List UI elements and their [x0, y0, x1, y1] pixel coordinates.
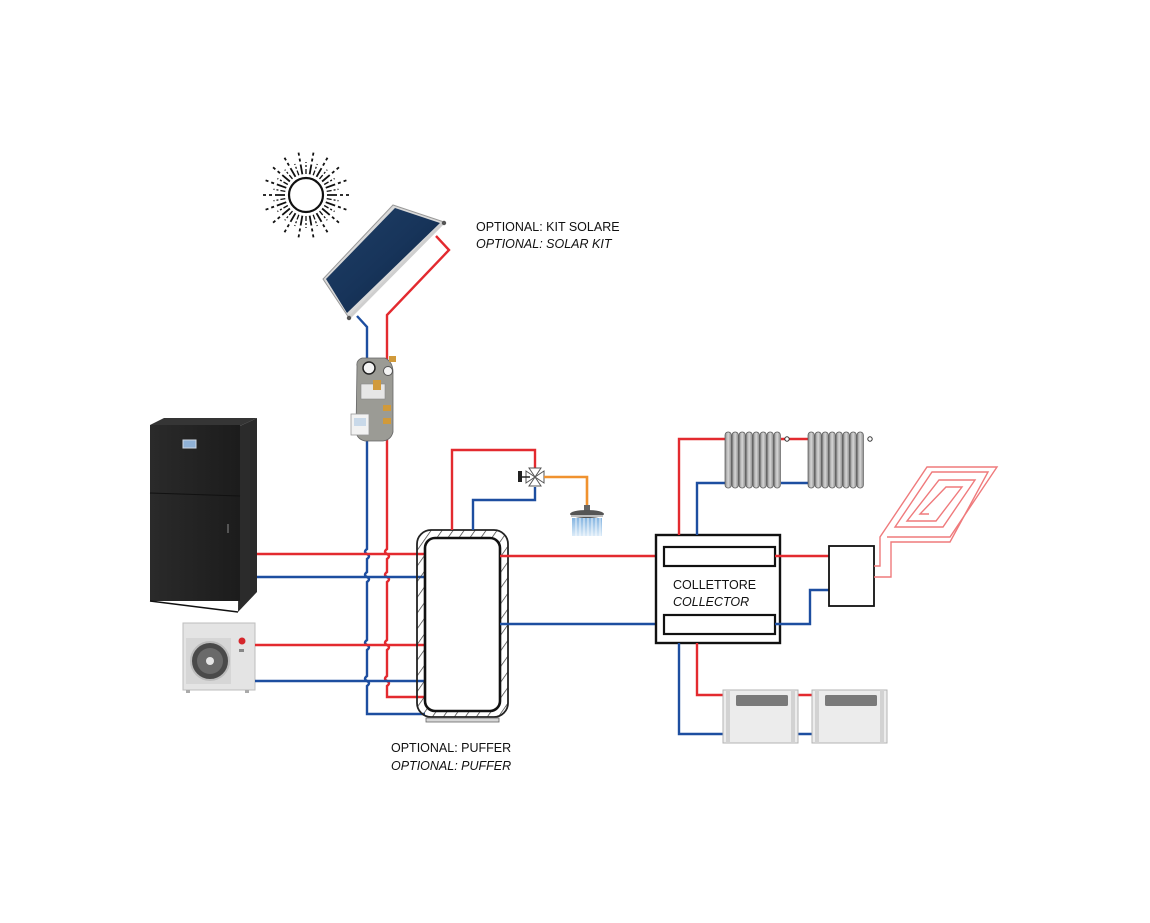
tank-dhw-hot-pipe — [450, 448, 537, 530]
sun-ray — [297, 152, 304, 175]
fancoil-return-pipe — [677, 643, 813, 736]
sun-ray — [312, 214, 318, 227]
underfloor-heating-loop — [874, 466, 999, 578]
sun-ray — [283, 212, 297, 233]
sun-ray — [297, 215, 304, 238]
floor-heating-mixing-box — [828, 545, 875, 607]
sun-ray — [283, 157, 297, 178]
sun-ray — [326, 188, 339, 192]
shower-icon — [570, 505, 604, 536]
sun-ray — [294, 214, 300, 227]
sun-ray — [315, 157, 329, 178]
sun-ray — [284, 210, 293, 221]
solar-kit-label-it: OPTIONAL: KIT SOLARE — [476, 220, 620, 234]
radiator-2 — [807, 431, 873, 489]
indoor-heat-pump-unit — [149, 418, 257, 613]
radiator-1 — [724, 431, 790, 489]
sun-ray — [315, 212, 329, 233]
sun-ray — [294, 163, 300, 176]
sun-ray — [319, 210, 328, 221]
sun-ray — [323, 204, 335, 213]
sun-ray — [277, 204, 289, 213]
puffer-label-en: OPTIONAL: PUFFER — [391, 759, 511, 773]
solar-kit-label-en: OPTIONAL: SOLAR KIT — [476, 237, 613, 251]
sun-icon — [263, 152, 349, 238]
sun-ray — [265, 179, 287, 189]
sun-ray — [323, 177, 335, 186]
sun-ray — [277, 177, 289, 186]
sun-ray — [308, 152, 315, 175]
radiator-return-pipe — [695, 481, 808, 535]
fan-coil-1 — [722, 689, 799, 744]
floor-box-return-pipe — [775, 588, 829, 626]
solar-return-riser — [363, 455, 425, 716]
sun-disc — [287, 176, 325, 214]
outdoor-heat-pump-unit — [182, 622, 256, 693]
sun-ray — [325, 179, 347, 189]
collector-label-en: COLLECTOR — [673, 595, 749, 609]
sun-ray — [326, 198, 339, 202]
collector-label-it: COLLETTORE — [673, 578, 756, 592]
sun-ray — [319, 169, 328, 180]
tank-dhw-cold-pipe — [471, 487, 537, 530]
sun-ray — [273, 188, 286, 192]
solar-pump-station — [350, 356, 396, 442]
solar-panel — [322, 204, 447, 321]
sun-ray — [321, 166, 340, 183]
sun-ray — [284, 169, 293, 180]
collector-manifold — [654, 533, 782, 645]
sun-ray — [272, 166, 291, 183]
sun-ray — [325, 201, 347, 211]
buffer-tank — [416, 529, 509, 723]
fancoil-flow-pipe — [695, 643, 813, 697]
sun-ray — [308, 215, 315, 238]
sun-ray — [273, 198, 286, 202]
mixing-valve — [518, 467, 545, 487]
sun-ray — [272, 207, 291, 224]
sun-ray — [265, 201, 287, 211]
dhw-outlet-pipe — [544, 475, 589, 506]
sun-ray — [321, 207, 340, 224]
sun-ray — [312, 163, 318, 176]
fan-coil-2 — [811, 689, 888, 744]
puffer-label-it: OPTIONAL: PUFFER — [391, 741, 511, 755]
